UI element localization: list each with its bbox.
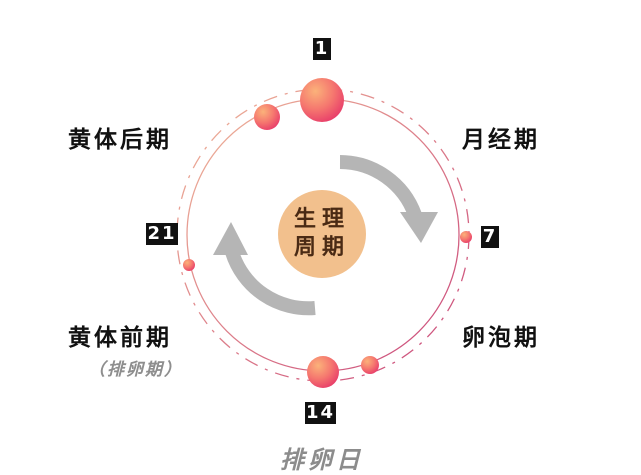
day-box-7: 7 [481,226,499,248]
phase-label-late-luteal: 黄体后期 [68,127,172,153]
day-box-14: 14 [305,402,336,424]
ovulation-day-label: 排卵日 [280,446,364,474]
cycle-arrow-right [339,155,422,218]
phase-label-early-luteal: 黄体前期 [68,325,172,351]
phase-sublabel-ovulation-period: （排卵期） [88,360,183,380]
day-box-1: 1 [313,38,331,60]
node-day-1 [300,78,344,122]
cycle-arrow-left [225,249,316,316]
cycle-arrow-right-head [400,212,438,243]
node-late-luteal [254,104,280,130]
center-label-line1: 生理 [293,207,350,232]
center-label-line2: 周期 [293,235,350,260]
day-box-21: 21 [146,223,178,245]
node-follicular [361,356,379,374]
phase-label-menstrual: 月经期 [462,127,540,153]
center-label-disk: 生理 周期 [278,190,366,278]
node-day-14 [307,356,339,388]
node-day-7 [460,231,472,243]
cycle-arrow-left-head [213,222,248,255]
node-day-21 [183,259,195,271]
phase-label-follicular: 卵泡期 [462,325,540,351]
